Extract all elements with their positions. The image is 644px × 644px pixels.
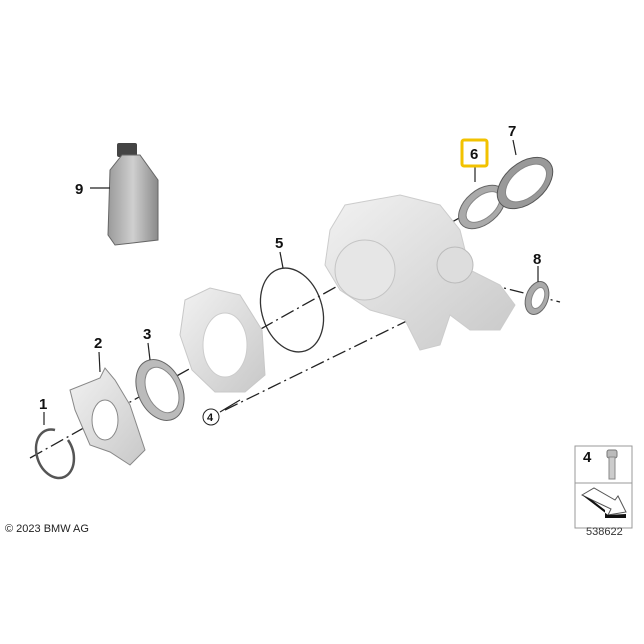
shaft-seal-6 xyxy=(458,184,506,230)
cover-flange xyxy=(179,287,266,393)
callout-4-circle xyxy=(202,408,220,426)
callout-8[interactable]: 8 xyxy=(533,251,541,268)
oil-bottle xyxy=(107,143,159,246)
drive-flange xyxy=(69,367,146,466)
o-ring xyxy=(259,267,325,353)
arrow-icon xyxy=(580,487,627,516)
callout-7[interactable]: 7 xyxy=(508,123,516,140)
shaft-seal-8 xyxy=(524,281,550,315)
differential-housing xyxy=(324,194,516,351)
callout-9[interactable]: 9 xyxy=(75,181,83,198)
callout-2[interactable]: 2 xyxy=(94,335,102,352)
callout-3[interactable]: 3 xyxy=(143,326,151,343)
callout-5[interactable]: 5 xyxy=(275,235,283,252)
shaft-seal-7 xyxy=(496,156,554,210)
callout-4[interactable]: 4 xyxy=(207,412,214,424)
highlight-box xyxy=(460,138,489,168)
circlip xyxy=(34,428,76,480)
kit-box: 4 xyxy=(574,445,633,529)
shaft-seal-3 xyxy=(135,359,185,421)
callout-6[interactable]: 6 xyxy=(470,146,478,163)
callout-1[interactable]: 1 xyxy=(39,396,47,413)
diagram-number: 538622 xyxy=(586,526,623,538)
copyright-text: © 2023 BMW AG xyxy=(5,523,89,535)
kit-box-number: 4 xyxy=(583,449,592,466)
leader-lines xyxy=(43,139,539,425)
